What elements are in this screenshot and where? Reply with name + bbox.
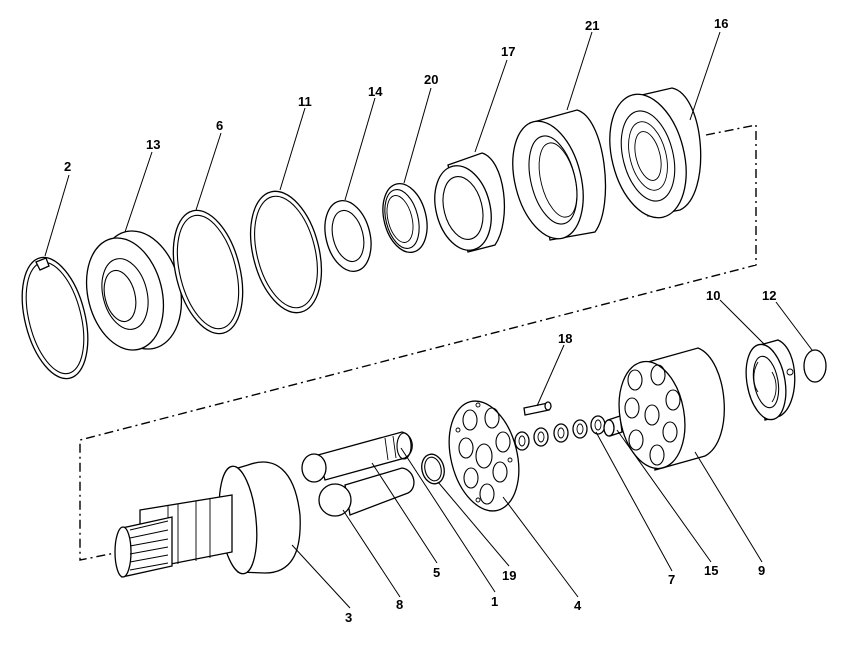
callout-15: 15 <box>704 563 718 578</box>
callout-10: 10 <box>706 288 720 303</box>
part-19-o-ring <box>421 453 445 485</box>
leader-lines <box>44 31 813 609</box>
callout-3: 3 <box>345 610 352 625</box>
callout-5: 5 <box>433 565 440 580</box>
part-7-washers <box>514 415 606 451</box>
part-4-retainer-plate <box>448 400 520 512</box>
part-5-piston <box>301 431 413 483</box>
part-13-housing <box>85 230 183 351</box>
part-11-backup-ring <box>249 190 323 314</box>
callout-4: 4 <box>574 598 582 613</box>
callout-19: 19 <box>502 568 516 583</box>
part-8-piston-shoe <box>318 467 415 517</box>
callout-7: 7 <box>668 572 675 587</box>
callout-1: 1 <box>491 594 498 609</box>
callout-6: 6 <box>216 118 223 133</box>
part-21-bearing-cup <box>512 109 607 241</box>
callout-8: 8 <box>396 597 403 612</box>
part-10-valve-plate <box>745 339 796 421</box>
part-12-plug <box>803 349 827 383</box>
callout-16: 16 <box>714 16 728 31</box>
part-3-drive-shaft <box>114 461 301 578</box>
part-18-pin <box>523 401 552 416</box>
callout-12: 12 <box>762 288 776 303</box>
part-17-bearing <box>434 152 506 253</box>
part-15-spring-guide <box>603 415 623 437</box>
part-20-seal-ring <box>382 183 428 253</box>
part-9-cylinder-block <box>618 347 725 471</box>
callout-labels: 2 13 6 11 14 20 17 21 16 10 12 18 3 8 5 … <box>64 16 776 625</box>
part-2-snap-ring <box>21 256 89 380</box>
assembly-axis <box>79 124 757 561</box>
callout-17: 17 <box>501 44 515 59</box>
callout-2: 2 <box>64 159 71 174</box>
callout-21: 21 <box>585 18 599 33</box>
callout-14: 14 <box>368 84 383 99</box>
callout-18: 18 <box>558 331 572 346</box>
part-14-seal <box>324 200 372 272</box>
callout-11: 11 <box>298 94 312 109</box>
part-6-o-ring <box>172 209 244 335</box>
callout-13: 13 <box>146 137 160 152</box>
callout-9: 9 <box>758 563 765 578</box>
part-16-bearing <box>609 87 702 219</box>
callout-20: 20 <box>424 72 438 87</box>
